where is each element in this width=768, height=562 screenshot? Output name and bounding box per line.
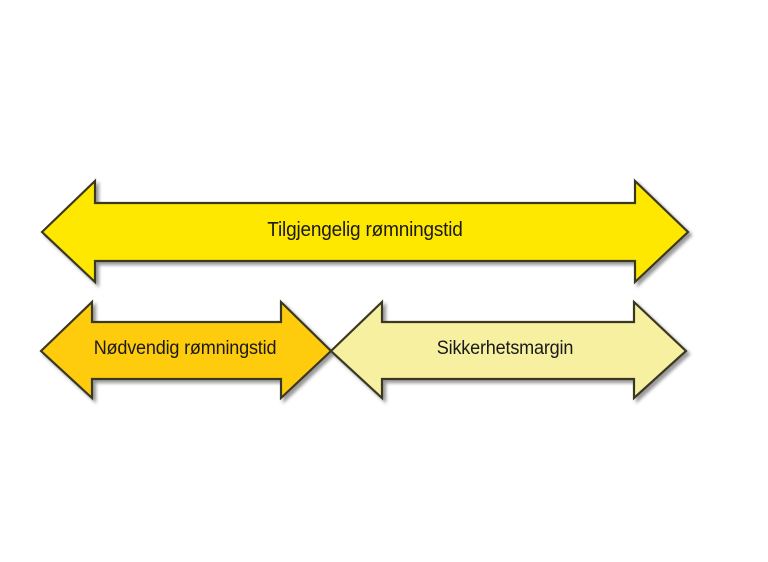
arrow-safety-margin-shape	[329, 299, 688, 401]
arrow-label-safety-margin: Sikkerhetsmargin	[436, 338, 574, 359]
arrow-label-available-escape-time: Tilgjengelig rømningstid	[267, 219, 463, 241]
arrow-available-escape-time	[40, 178, 690, 285]
arrow-safety-margin	[329, 299, 688, 401]
arrow-available-escape-time-shape	[40, 178, 690, 285]
arrow-label-required-escape-time: Nødvendig rømningstid	[93, 338, 277, 359]
